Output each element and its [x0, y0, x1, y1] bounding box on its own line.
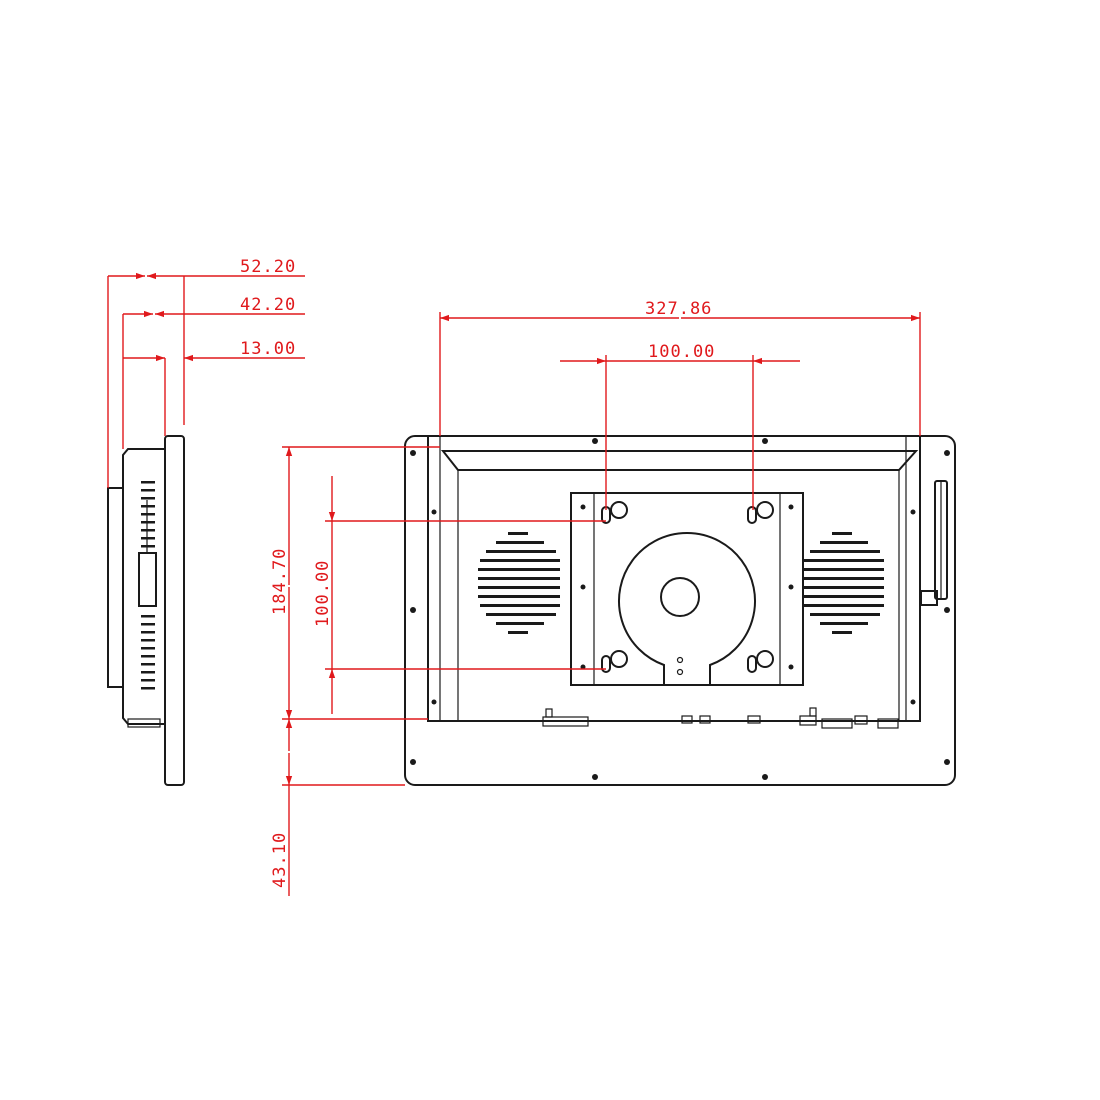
- dim-label-43-10: 43.10: [270, 832, 290, 888]
- left-vent-grille: [478, 532, 560, 634]
- dim-label-184-70: 184.70: [270, 548, 290, 615]
- dim-label-100-00-horizontal: 100.00: [648, 342, 715, 362]
- dim-label-52-20: 52.20: [240, 257, 296, 277]
- frame-screws: [410, 438, 950, 780]
- keyhole-slots: [601, 501, 774, 673]
- right-vent-grille: [802, 532, 884, 634]
- side-view: 52.20 42.20 13.00: [107, 257, 305, 786]
- side-vent-grille: [141, 481, 155, 690]
- dimension-rear-body-height: 184.70: [270, 447, 293, 719]
- vesa-mount-plate: [570, 492, 804, 686]
- dim-label-327-86: 327.86: [645, 299, 712, 319]
- dim-label-13-00: 13.00: [240, 339, 296, 359]
- dimension-bottom-offset: 43.10: [270, 719, 293, 896]
- dimension-side-total-depth: 52.20: [108, 257, 305, 280]
- dimension-side-body-depth: 42.20: [123, 295, 305, 318]
- dim-label-42-20: 42.20: [240, 295, 296, 315]
- dimension-side-bezel-depth: 13.00: [123, 339, 305, 362]
- rear-view: 327.86 100.00 184.70 100.00 43.10: [270, 299, 956, 896]
- dimension-overall-width: 327.86: [440, 299, 920, 322]
- bottom-connectors: [542, 707, 899, 729]
- dim-label-100-00-vertical: 100.00: [313, 560, 333, 627]
- antenna: [920, 480, 948, 606]
- dimension-vesa-vertical: 100.00: [313, 476, 336, 714]
- dimension-vesa-horizontal: 100.00: [560, 342, 800, 365]
